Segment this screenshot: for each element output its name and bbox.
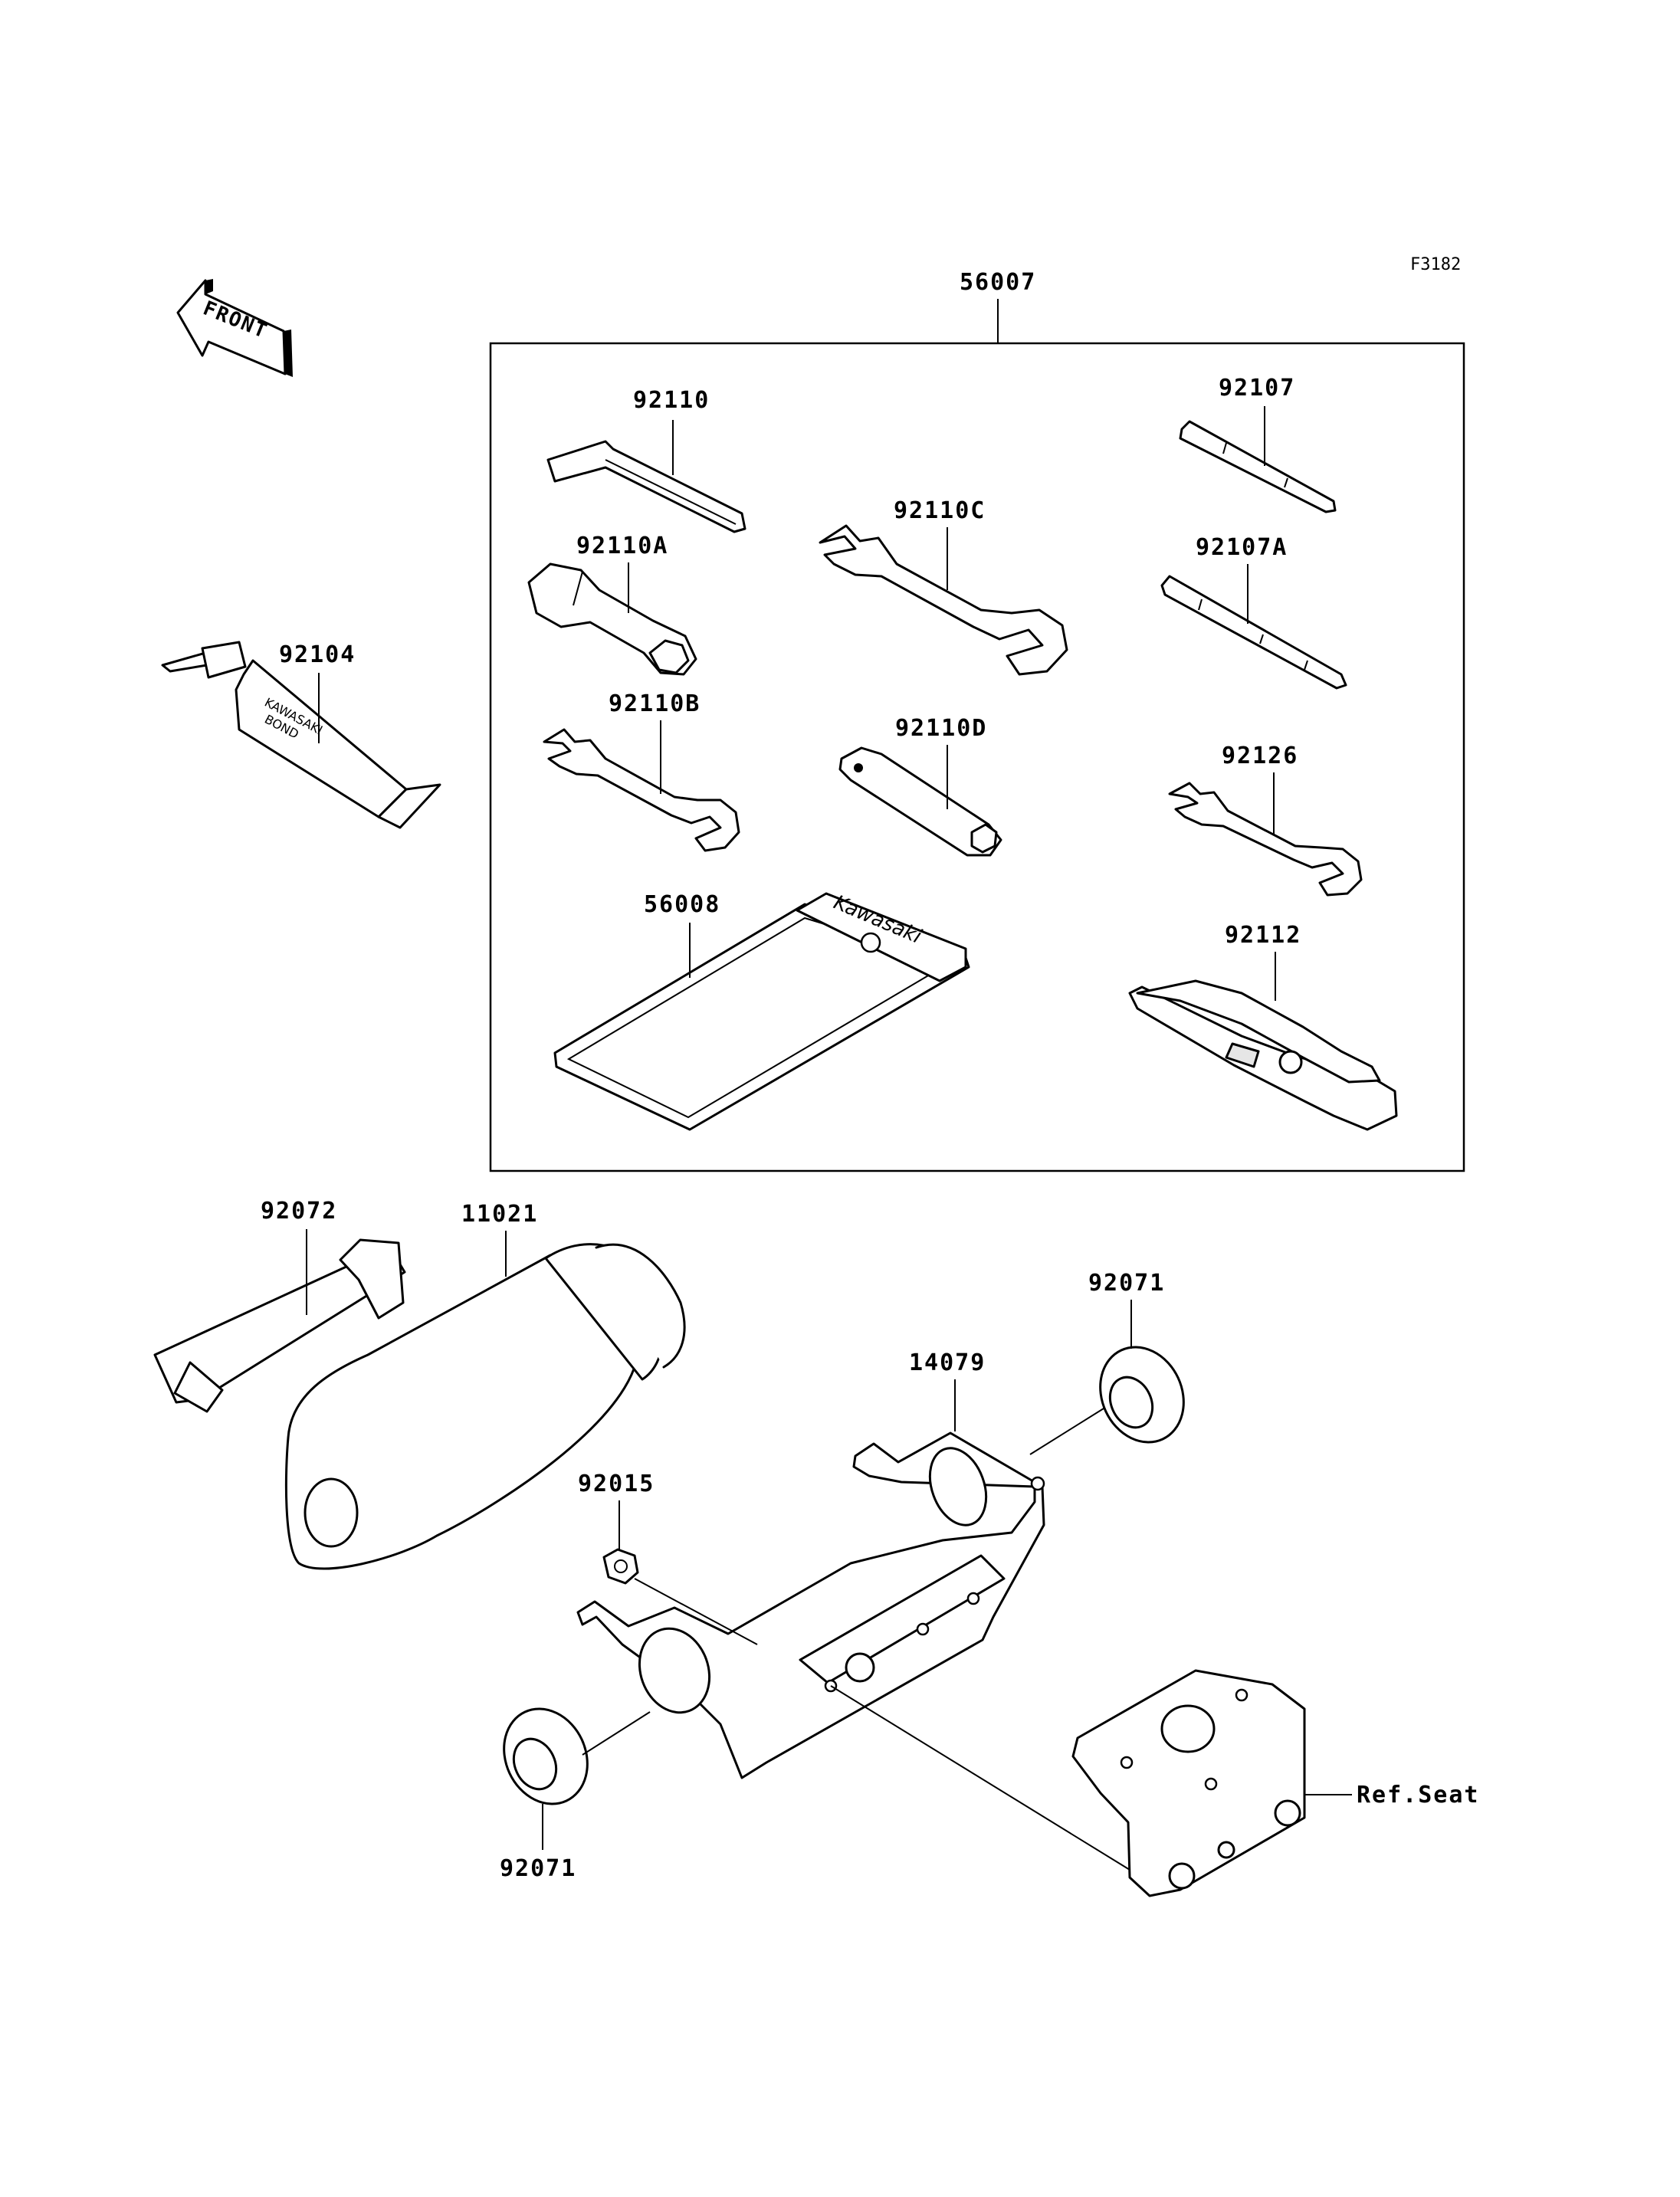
label-92104: 92104: [279, 641, 356, 668]
label-92110C: 92110C: [894, 497, 986, 524]
grommet-bottom-part: 92071: [500, 1707, 651, 1882]
label-92126: 92126: [1222, 743, 1298, 769]
label-92110A: 92110A: [576, 533, 668, 559]
small-wrench-part: 92126: [1168, 743, 1363, 897]
label-92112: 92112: [1225, 922, 1301, 949]
figure-code: F3182: [1410, 255, 1461, 274]
label-92072: 92072: [261, 1198, 337, 1225]
open-wrench-c-part: 92110C: [819, 497, 1068, 676]
screwdriver-handle-part: 92107A: [1160, 534, 1347, 690]
label-14079: 14079: [909, 1349, 986, 1376]
screwdriver-bit-part: 92107: [1179, 375, 1337, 513]
bond-tube-part: KAWASAKI BOND 92104: [161, 641, 441, 829]
label-92107A: 92107A: [1196, 534, 1288, 561]
label-92071-bottom: 92071: [500, 1855, 576, 1882]
open-wrench-b-part: 92110B: [543, 690, 740, 852]
label-92071-top: 92071: [1088, 1270, 1165, 1297]
seat-bracket-part: Ref.Seat: [830, 1669, 1480, 1897]
pliers-part: 92112: [1128, 922, 1398, 1131]
strap-part: 92072: [153, 1198, 406, 1413]
front-arrow-icon: FRONT: [176, 279, 293, 377]
hex-key-part: 92110: [546, 387, 746, 533]
socket-tube-part: 92110D: [838, 715, 1002, 857]
grommet-top-part: 92071: [1029, 1270, 1185, 1455]
nut-part: 92015: [578, 1471, 758, 1645]
tool-pouch-part: Kawasaki 56008: [553, 891, 970, 1131]
label-92015: 92015: [578, 1471, 655, 1497]
box-wrench-part: 92110A: [527, 533, 697, 676]
tool-kit-box: 56007: [489, 269, 1465, 1172]
filter-bracket-part: 14079: [576, 1349, 1045, 1779]
label-11021: 11021: [461, 1201, 538, 1228]
label-ref-seat: Ref.Seat: [1357, 1782, 1480, 1808]
label-92110D: 92110D: [895, 715, 987, 742]
label-92110: 92110: [633, 387, 710, 414]
label-56008: 56008: [644, 891, 720, 918]
label-92110B: 92110B: [609, 690, 701, 717]
filter-canister-part: 11021: [284, 1201, 686, 1570]
label-92107: 92107: [1219, 375, 1295, 402]
label-56007: 56007: [960, 269, 1036, 296]
